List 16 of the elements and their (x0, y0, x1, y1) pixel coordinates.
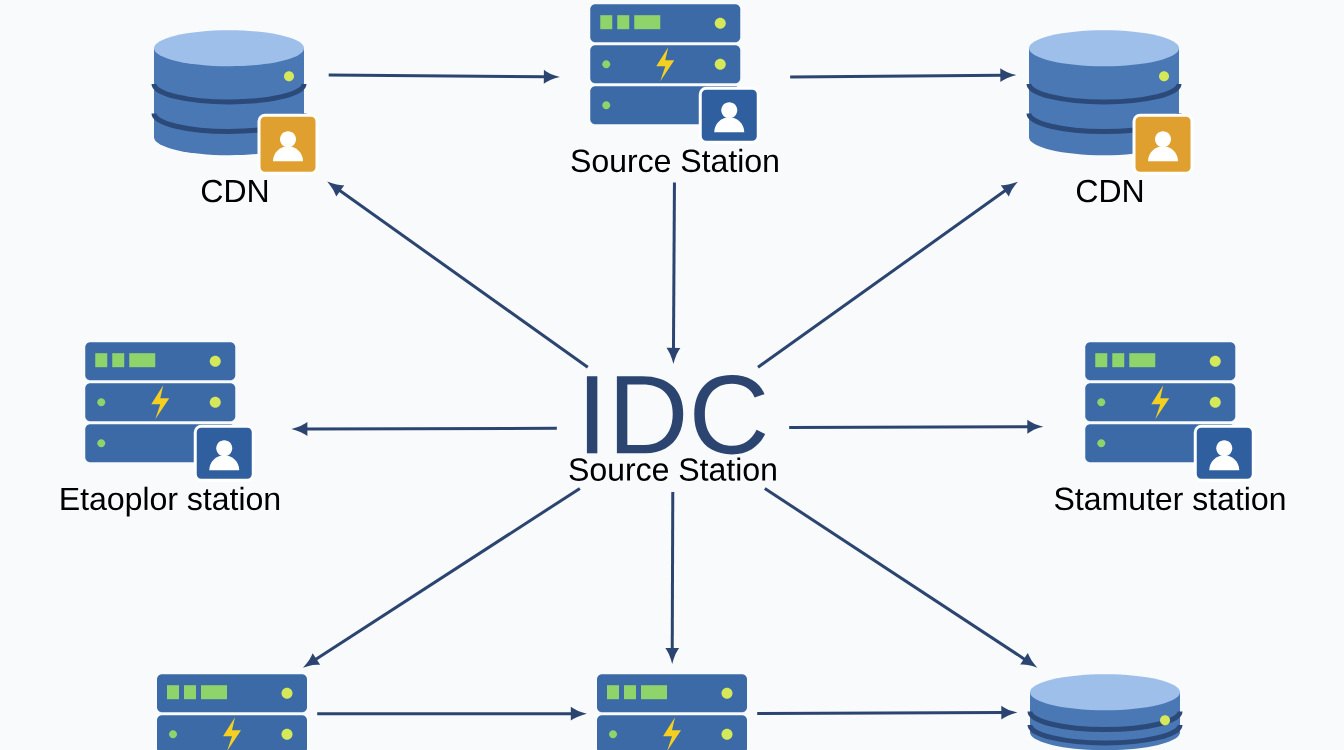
server-drawing (157, 674, 307, 750)
station-label: CDN (1077, 179, 1143, 203)
arrow (790, 69, 1013, 81)
station-label: Stamuter station (1054, 486, 1285, 511)
station-label: Source Station (569, 457, 776, 481)
station-label: Source Station (571, 148, 778, 173)
server-drawing (597, 674, 747, 750)
arrow (666, 492, 678, 661)
arrow (764, 487, 1035, 667)
arrow (667, 182, 680, 361)
idc-title: IDC (586, 375, 766, 455)
arrow (757, 183, 1015, 369)
database-drawing (1027, 674, 1183, 750)
station-label: Etaoplor station (61, 486, 280, 517)
arrow (330, 183, 589, 369)
station-label: CDN (201, 179, 268, 203)
